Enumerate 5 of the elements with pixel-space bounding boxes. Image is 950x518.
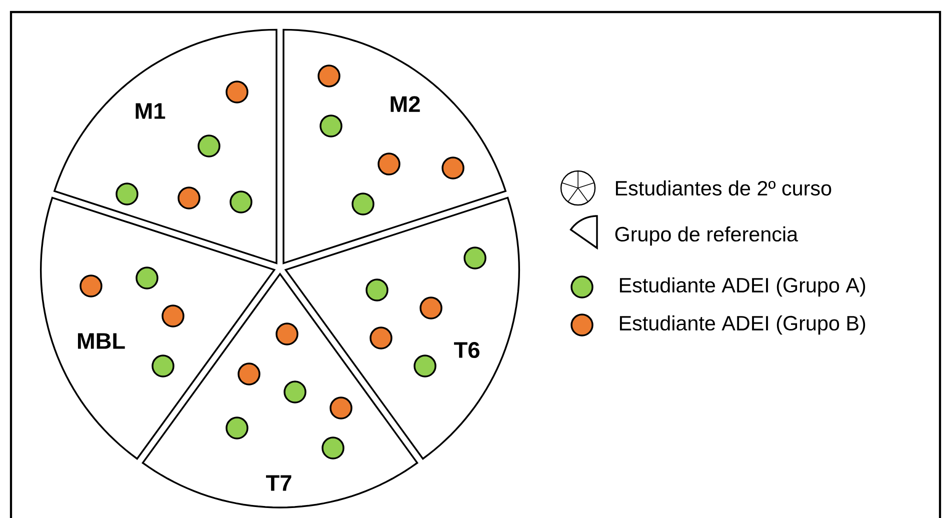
legend-label: Grupo de referencia	[615, 226, 798, 246]
group-slice: M2	[282, 28, 507, 264]
legend-label: Estudiante ADEI (Grupo B)	[620, 315, 866, 335]
legend-label: Estudiante ADEI (Grupo A)	[620, 277, 866, 297]
legend-label: Estudiantes de 2º curso	[616, 180, 832, 196]
